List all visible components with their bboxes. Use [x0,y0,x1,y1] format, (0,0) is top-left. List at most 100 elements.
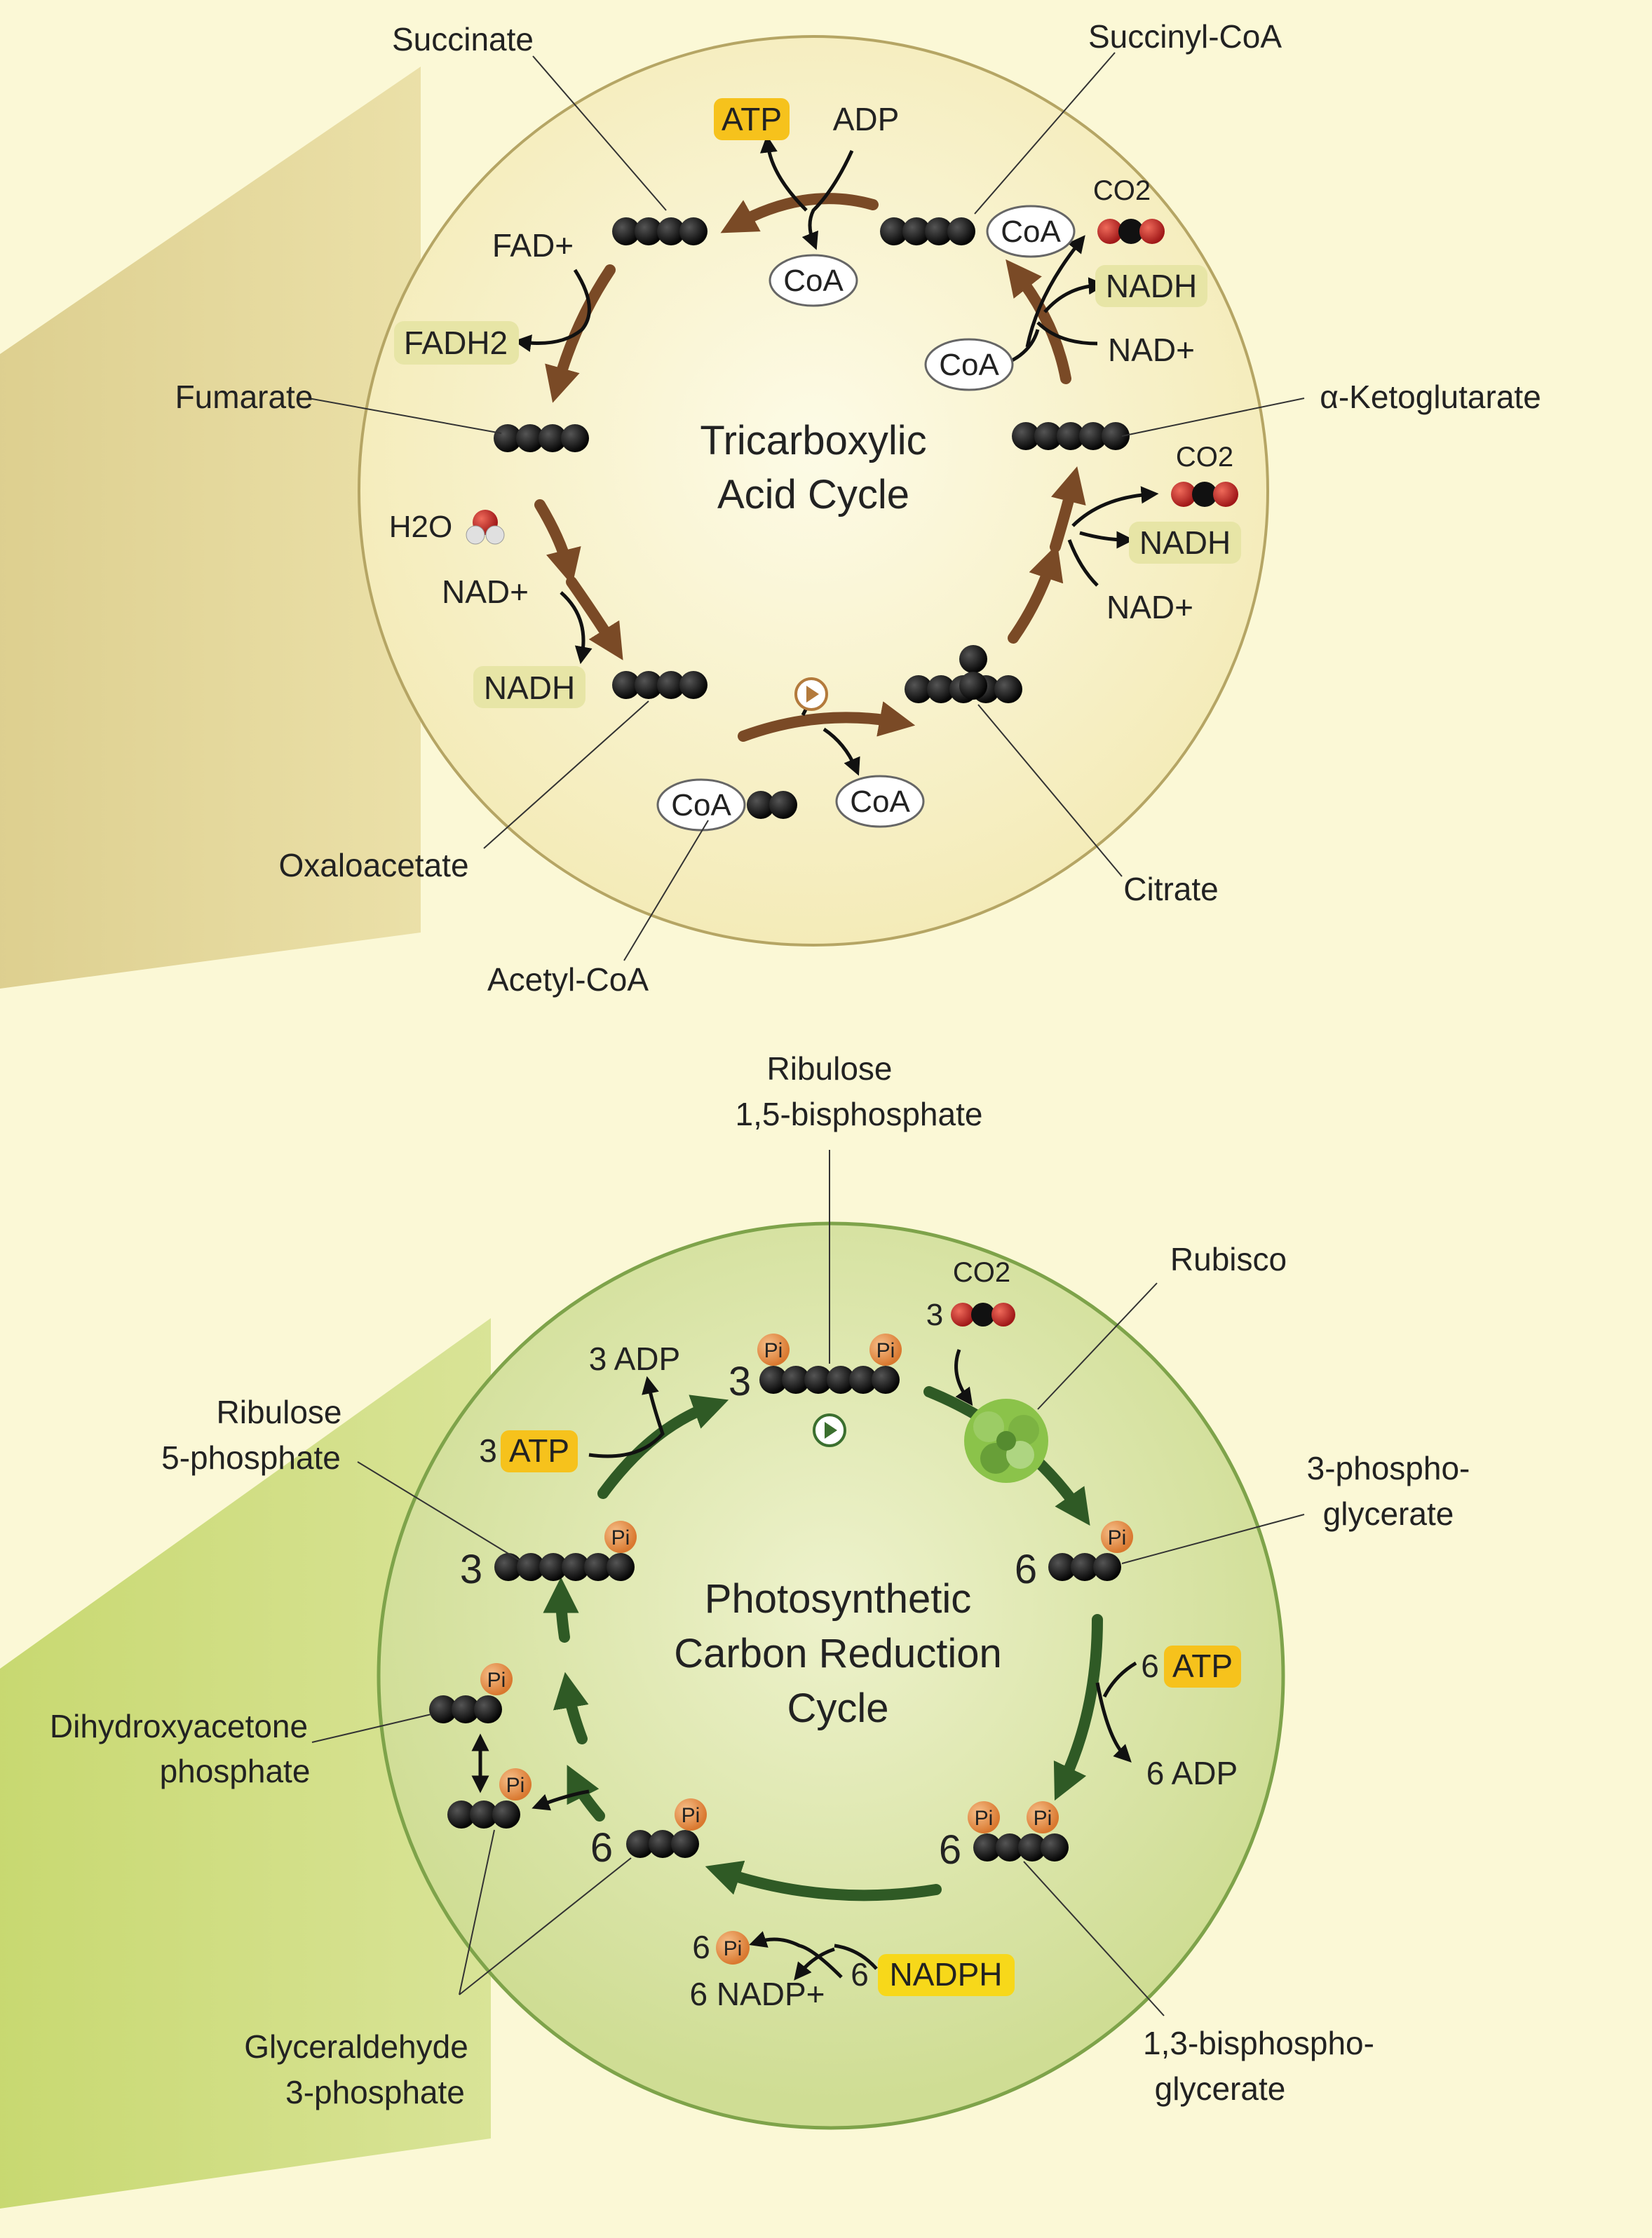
tca-atp-label: ATP [722,101,782,137]
pi-label-rubp-2: Pi [876,1339,895,1362]
r5p-molecule [494,1521,637,1581]
tca-arrow-fumarate-malate [534,499,581,585]
tca-arrow-malate-oxaloacetate [566,576,623,660]
tca-arrow-citrate-isocitrate [1008,543,1064,644]
g3p-label-line2: 3-phosphate [285,2074,465,2110]
psc-arrow-reduction [705,1860,942,1901]
psc-nadph-label: NADPH [889,1956,1002,1993]
tca-coa-ellipses: CoA CoA CoA CoA CoA [656,205,1076,832]
pi-molecule [716,1931,750,1965]
tca-nadh-label-left: NADH [484,670,575,706]
pi-label-bpg-2: Pi [1034,1807,1052,1830]
pga-molecule [1048,1521,1133,1581]
psc-arrow-g3p-out [567,1765,605,1822]
tca-nad-arrow-bottom [1067,539,1099,587]
r5p-label-line2: 5-phosphate [161,1439,341,1476]
tca-title-line2: Acid Cycle [717,472,909,517]
rubisco-icon [964,1399,1048,1483]
tca-zoom-wedge [0,67,421,989]
psc-atp-in-arrow [1102,1661,1137,1698]
g3p-molecule [626,1798,707,1858]
psc-title-line3: Cycle [787,1686,888,1731]
tca-nad-arrow-top [1036,321,1098,346]
tca-adp-label: ADP [833,101,900,137]
psc-pi-out-arrow [749,1931,843,1979]
psc-adp-out-arrow [1095,1682,1132,1763]
psc-nadph-count: 6 [851,1956,869,1993]
psc-g3p-dhap-arrow [532,1789,590,1811]
tca-play-icon [794,677,828,711]
psc-pi-labels: Pi Pi Pi Pi Pi Pi Pi Pi Pi Pi [487,1339,1127,1960]
tca-nadh-label-bottom: NADH [1139,524,1231,561]
psc-atp-label-left: ATP [509,1432,569,1469]
tca-title-line1: Tricarboxylic [700,418,926,463]
tca-coa-label-5: CoA [850,785,910,819]
psc-arrow-regeneration-1 [553,1671,589,1744]
rubp-molecule [757,1334,902,1394]
tca-co2-arrow-top [1025,235,1085,348]
bpg-label-line1: 1,3-bisphospho- [1143,2025,1374,2061]
psc-cycle-arrows [543,1386,1103,1901]
ketoglutarate-molecule [1012,422,1130,450]
pga-count: 6 [1015,1547,1037,1592]
psc-leader-lines [311,1150,1305,2016]
rubp-label-line2: 1,5-bisphosphate [736,1096,983,1132]
tca-arrow-succinylcoa-succinate [720,193,879,233]
pga-label-line1: 3-phospho- [1307,1450,1470,1486]
rubisco-label: Rubisco [1170,1241,1287,1277]
succinyl-coa-molecule [880,217,975,245]
tca-coa-label-3: CoA [939,348,999,382]
psc-side-arrows [471,1349,1137,1981]
acetyl-group-molecule [747,791,797,819]
tca-nadh-label-top: NADH [1106,268,1197,304]
tca-coa-label-1: CoA [783,264,844,298]
psc-arrow-atp-phosphorylation [597,1395,729,1499]
g3p-count: 6 [590,1825,613,1871]
psc-six-nadp-label: 6 NADP+ [689,1976,825,2012]
tca-cycle-arrows [534,193,1086,742]
tca-cofactors: ATP ADP FAD+ FADH2 H2O NAD+ NADH CO2 NAD… [389,98,1241,708]
tca-leader-lines [308,52,1305,961]
tca-coa-release-arrow [822,727,860,776]
ketoglutarate-label: α-Ketoglutarate [1320,379,1541,415]
oxaloacetate-molecule [612,671,707,699]
tca-adp-coa-arrow [801,149,854,250]
psc-title-line1: Photosynthetic [705,1576,971,1622]
fumarate-label: Fumarate [175,379,313,415]
co2-molecule-bottom [1171,482,1238,507]
oxaloacetate-label: Oxaloacetate [278,847,468,883]
tca-h2o-label: H2O [389,510,452,544]
succinyl-coa-label: Succinyl-CoA [1088,18,1282,55]
succinate-molecule [612,217,707,245]
g3p-side-molecule [447,1768,532,1829]
pi-label-g3p: Pi [682,1804,700,1827]
citrate-molecule [905,645,1022,703]
r5p-label-line1: Ribulose [217,1394,342,1430]
tca-arrow-ketoglutarate-succinylcoa [1006,259,1071,384]
psc-three-adp-label: 3 ADP [589,1341,680,1377]
dhap-molecule [429,1663,513,1723]
tca-coa-label-4: CoA [671,788,731,822]
tca-arrow-succinate-fumarate [545,264,616,403]
psc-title-line2: Carbon Reduction [674,1631,1002,1676]
psc-co2-count: 3 [926,1298,943,1332]
tca-arrow-isocitrate-ketoglutarate [1050,466,1086,552]
rubp-count: 3 [729,1359,751,1404]
tca-nadh-arrow-bottom [1079,531,1135,549]
pi-label-r5p: Pi [611,1526,630,1549]
psc-arrow-regeneration-2 [543,1577,579,1643]
succinate-label: Succinate [392,21,534,57]
psc-nadph-in-arrow [834,1944,878,1970]
acetyl-coa-label: Acetyl-CoA [487,961,649,998]
r5p-count: 3 [460,1547,482,1592]
bpg-label-line2: glycerate [1155,2070,1286,2107]
psc-zoom-wedge [0,1318,491,2209]
pi-label-free: Pi [724,1937,743,1960]
pi-label-rubp-1: Pi [764,1339,783,1362]
tca-nad-label-bottom: NAD+ [1106,589,1193,625]
psc-atp-count-right: 6 [1141,1648,1159,1684]
psc-nadp-out-arrow [794,1947,835,1981]
psc-six-adp-label: 6 ADP [1146,1755,1238,1791]
pi-label-g3p-side: Pi [506,1774,525,1797]
